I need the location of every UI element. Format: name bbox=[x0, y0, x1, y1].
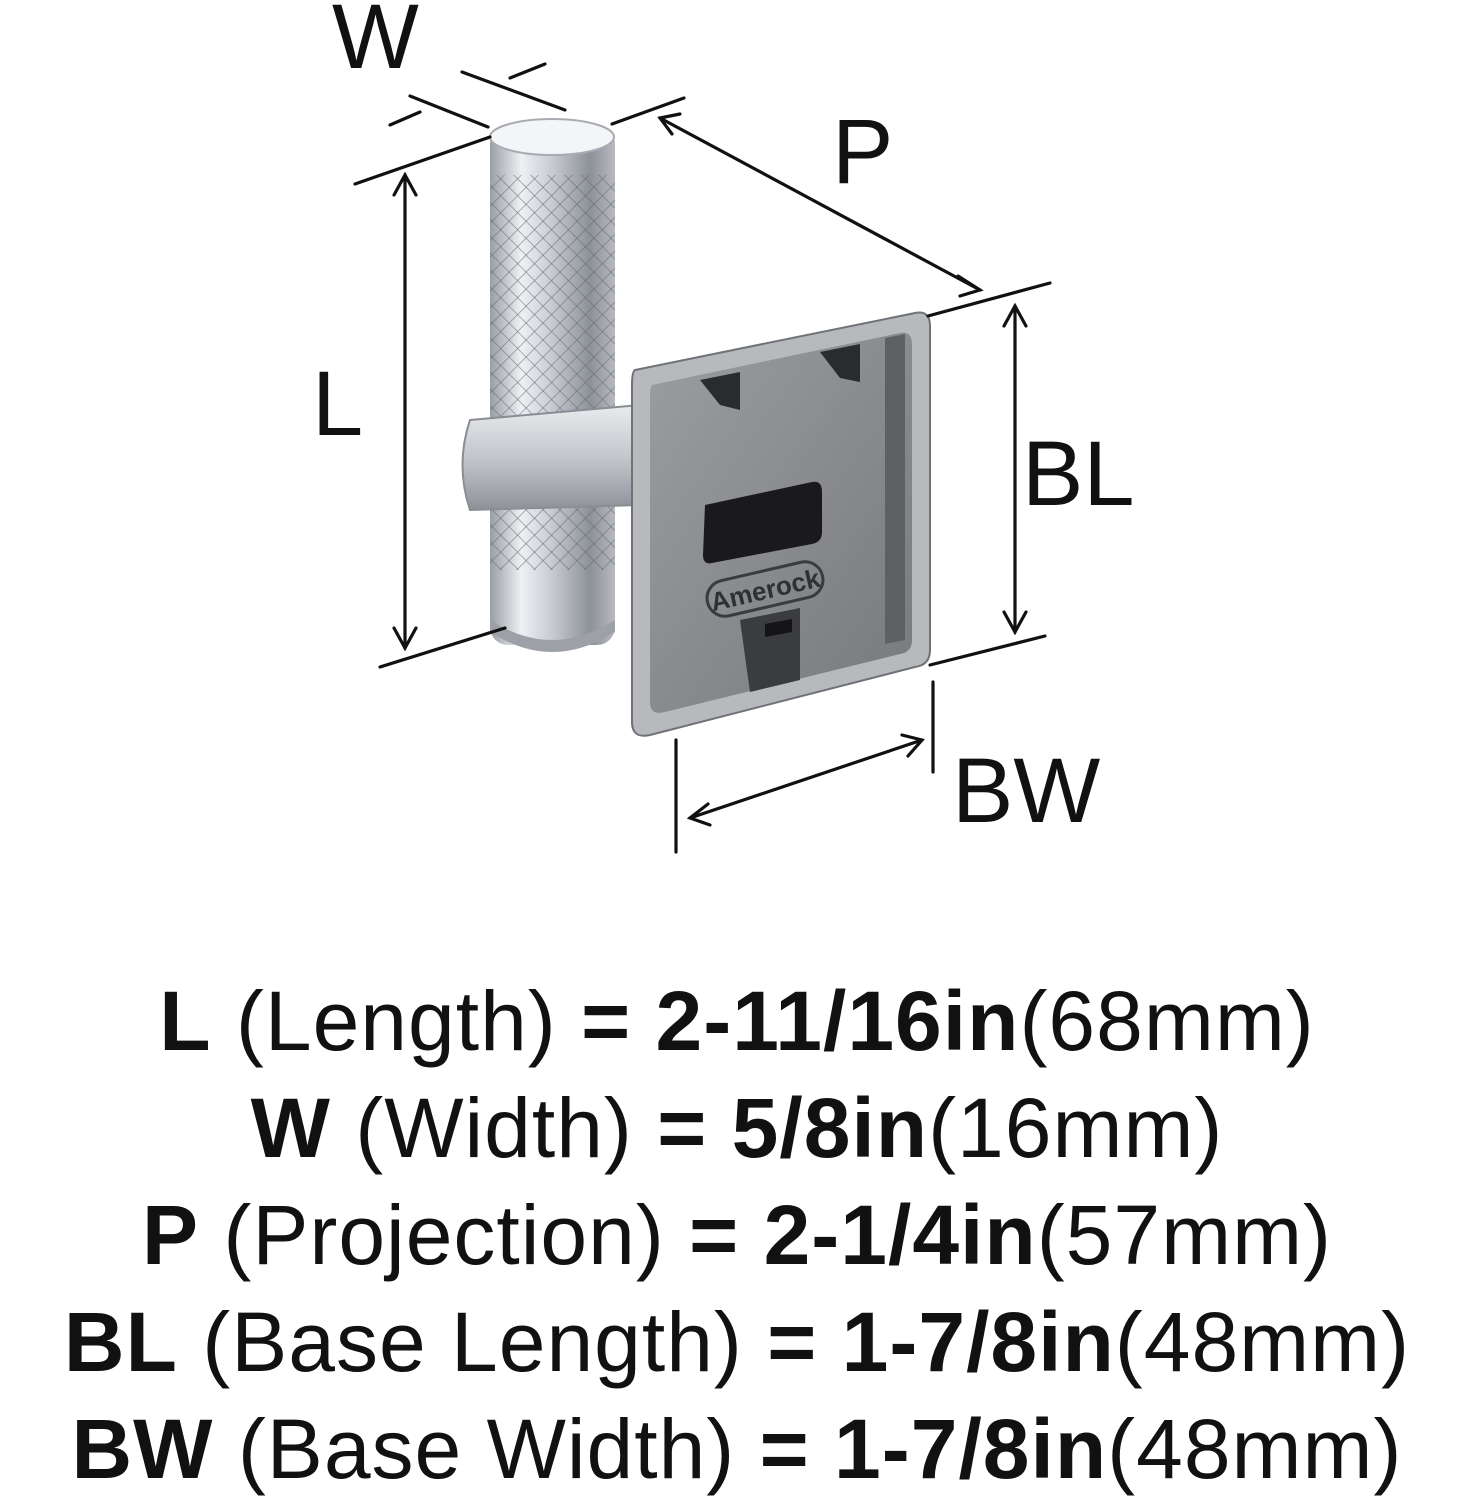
spec-equals: = bbox=[689, 1188, 740, 1282]
spec-metric: (57mm) bbox=[1036, 1188, 1333, 1282]
spec-code: L bbox=[159, 974, 212, 1068]
spec-row-base-width: BW (Base Width) = 1-7/8in(48mm) bbox=[0, 1396, 1474, 1503]
dimension-bw: BW bbox=[674, 680, 1100, 854]
dimension-bl: BL bbox=[928, 302, 1135, 667]
spec-row-width: W (Width) = 5/8in(16mm) bbox=[0, 1075, 1474, 1182]
dimension-label-bl: BL bbox=[1022, 423, 1135, 525]
spec-code: BW bbox=[71, 1402, 214, 1496]
spec-code: P bbox=[141, 1188, 199, 1282]
dimension-label-bw: BW bbox=[952, 740, 1100, 842]
spec-equals: = bbox=[657, 1081, 708, 1175]
spec-metric: (48mm) bbox=[1107, 1402, 1403, 1496]
spec-name: (Base Width) bbox=[237, 1402, 736, 1496]
dimension-w: W bbox=[332, 0, 567, 129]
knurled-bar bbox=[489, 118, 615, 652]
spec-equals: = bbox=[759, 1402, 810, 1496]
spec-row-projection: P (Projection) = 2-1/4in(57mm) bbox=[0, 1182, 1474, 1289]
spec-metric: (16mm) bbox=[928, 1081, 1224, 1175]
spec-code: BL bbox=[63, 1295, 178, 1389]
dimension-specs: L (Length) = 2-11/16in(68mm) W (Width) =… bbox=[0, 968, 1474, 1503]
brand-logo bbox=[705, 560, 825, 618]
base-plate: Amerock bbox=[631, 311, 931, 737]
spec-imperial: 1-7/8in bbox=[841, 1295, 1115, 1389]
spec-imperial: 1-7/8in bbox=[834, 1402, 1108, 1496]
spec-imperial: 5/8in bbox=[731, 1081, 929, 1175]
spec-imperial: 2-11/16in bbox=[655, 974, 1020, 1068]
spec-name: (Width) bbox=[355, 1081, 633, 1175]
dimension-p: P bbox=[610, 96, 1052, 318]
spec-metric: (68mm) bbox=[1019, 974, 1315, 1068]
spec-equals: = bbox=[581, 974, 632, 1068]
spec-metric: (48mm) bbox=[1114, 1295, 1411, 1389]
product-dimension-diagram: Amerock W P L BL bbox=[312, 0, 1135, 854]
spec-equals: = bbox=[767, 1295, 818, 1389]
spec-row-base-length: BL (Base Length) = 1-7/8in(48mm) bbox=[0, 1289, 1474, 1396]
spec-imperial: 2-1/4in bbox=[763, 1188, 1037, 1282]
dimension-label-l: L bbox=[312, 353, 363, 455]
dimension-label-w: W bbox=[332, 0, 419, 88]
spec-name: (Projection) bbox=[223, 1188, 665, 1282]
spec-name: (Length) bbox=[235, 974, 557, 1068]
spec-row-length: L (Length) = 2-11/16in(68mm) bbox=[0, 968, 1474, 1075]
dimension-label-p: P bbox=[832, 101, 893, 203]
spec-code: W bbox=[250, 1081, 331, 1175]
spec-name: (Base Length) bbox=[202, 1295, 743, 1389]
dimension-l: L bbox=[312, 135, 507, 669]
mounting-arm bbox=[461, 403, 641, 512]
